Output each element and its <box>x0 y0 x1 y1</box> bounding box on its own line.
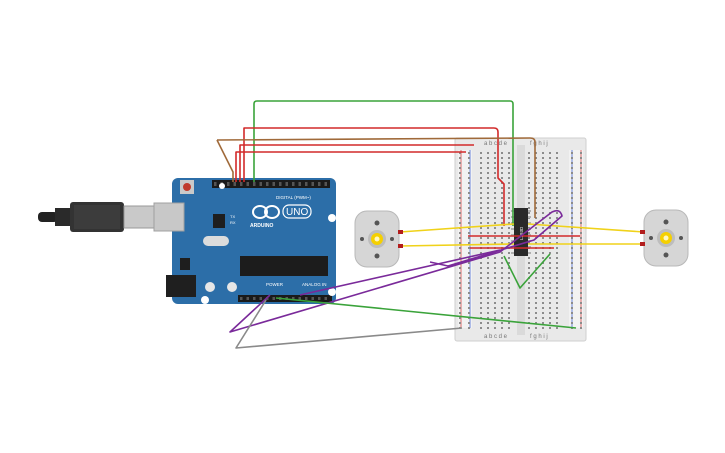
dc-motor-left[interactable] <box>354 210 400 268</box>
board-model-label: UNO <box>286 207 308 218</box>
wire-yellow-left-1[interactable] <box>399 223 515 233</box>
breadboard-letters-bottom-left: a b c d e <box>484 334 508 340</box>
wire-green-top[interactable] <box>253 100 514 226</box>
chip-label: L293D <box>519 226 524 240</box>
board-brand-label: ARDUINO <box>250 223 273 229</box>
digital-header-label: DIGITAL (PWM~) <box>276 195 311 200</box>
wire-green-v[interactable] <box>503 253 551 289</box>
wire-red-1[interactable] <box>243 127 505 226</box>
power-label: POWER <box>266 282 284 287</box>
rx-label: RX <box>230 220 236 225</box>
breadboard-letters-top-left: a b c d e <box>484 141 508 147</box>
wire-green-bottom[interactable] <box>275 297 577 329</box>
breadboard-letters-top-right: f g h i j <box>530 141 548 147</box>
wire-gray[interactable] <box>235 299 463 349</box>
wire-red-3[interactable] <box>235 151 466 182</box>
breadboard-letters-bottom-right: f g h i j <box>530 334 548 340</box>
dc-motor-right[interactable] <box>643 209 689 267</box>
wire-yellow-right-1[interactable] <box>527 223 645 233</box>
wire-purple[interactable] <box>229 209 563 333</box>
arduino-logo-icon <box>252 205 280 219</box>
usb-cable[interactable] <box>38 202 155 232</box>
tx-label: TX <box>230 214 235 219</box>
wire-yellow-left-2[interactable] <box>399 243 515 247</box>
arduino-uno-board[interactable]: UNO ARDUINO DIGITAL (PWM~) POWER ANALOG … <box>153 178 336 304</box>
motor-terminals <box>398 230 645 248</box>
wire-brown-2[interactable] <box>216 139 234 182</box>
wire-brown[interactable] <box>216 137 536 218</box>
analog-in-label: ANALOG IN <box>302 282 327 287</box>
wire-red-2[interactable] <box>239 144 474 182</box>
wire-purple-2[interactable] <box>299 249 501 296</box>
